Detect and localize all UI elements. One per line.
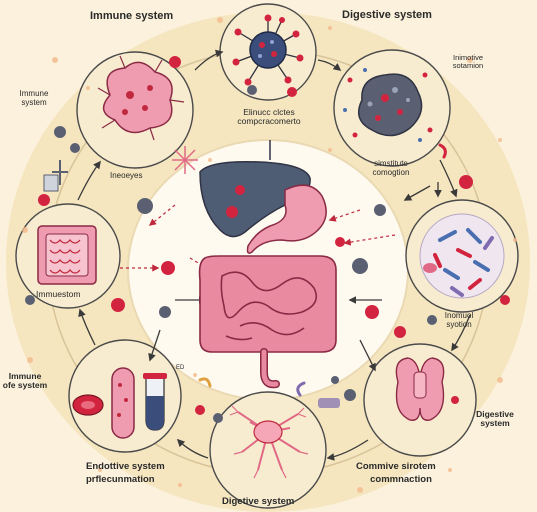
label-inomuol-syotion: Inomuol syotion	[444, 311, 474, 329]
label-small-mark: ED	[176, 365, 185, 371]
intestine-icon	[198, 255, 337, 389]
stomach-icon	[246, 184, 327, 254]
label-ineoeyes: Ineoeyes	[110, 171, 143, 180]
blood-cell-icon	[72, 394, 104, 416]
label-immuestom: Immuestom	[36, 289, 81, 299]
cell-tube-icon	[111, 367, 135, 439]
label-commive-sub: commnaction	[370, 474, 432, 485]
test-tube-icon	[143, 373, 167, 431]
node-dots	[25, 56, 510, 423]
label-digestive-system-bottom: Digetive system	[222, 496, 295, 507]
label-commive-title: Commive sirotem	[356, 461, 436, 472]
bacteria-cluster-icon	[419, 213, 505, 299]
label-immune-cells-center: Elinucc clctes compcracomerto	[237, 107, 301, 127]
small-dots	[22, 17, 517, 493]
label-digestive-system-right: Digestive system	[476, 409, 514, 429]
bacteria-icon	[97, 55, 185, 141]
microbe-bits	[43, 143, 447, 408]
virus-icon	[232, 14, 304, 86]
label-immune-ofe-system: Immune ofe system	[2, 371, 48, 391]
nerve-cell-icon	[229, 405, 309, 479]
macrophage-icon	[343, 68, 433, 142]
label-immune-system-top: Immune system	[90, 10, 174, 22]
star-cell-icon	[172, 146, 198, 174]
label-endottive-sub: prflecunmation	[86, 474, 155, 485]
label-inmotive-sotamion: Inimotive sotamion	[452, 53, 484, 71]
label-digestive-system-top: Digestive system	[342, 9, 432, 21]
thyroid-icon	[395, 357, 445, 421]
label-immune-system-left: Immune system	[19, 89, 49, 107]
label-endottive-title: Endottive system	[86, 461, 165, 472]
label-simstitute-comogtion: simstitute comogtion	[372, 159, 410, 177]
villi-icon	[37, 225, 97, 285]
